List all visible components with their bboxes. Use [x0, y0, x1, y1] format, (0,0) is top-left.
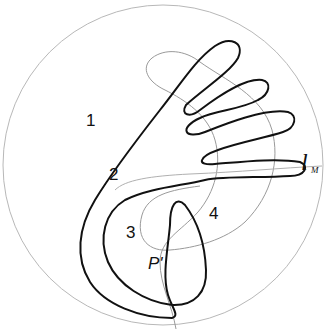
point-label: P'	[148, 255, 163, 272]
thin-curve	[140, 52, 275, 329]
region-number: 3	[126, 224, 135, 241]
line-label: l	[301, 150, 308, 174]
closed-curve	[80, 41, 305, 318]
region-number: 4	[209, 205, 218, 222]
line-subscript: M	[311, 166, 319, 175]
region-number: 2	[109, 166, 118, 183]
region-number: 1	[86, 112, 95, 129]
